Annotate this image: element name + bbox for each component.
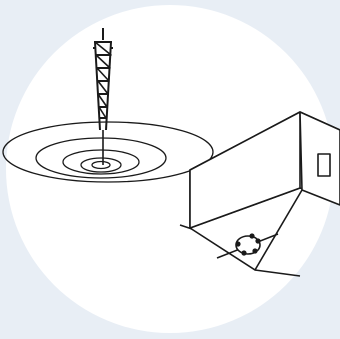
antenna-node-2 bbox=[256, 239, 260, 243]
antenna-node-5 bbox=[253, 249, 257, 253]
building-window bbox=[318, 154, 330, 176]
antenna-node-1 bbox=[236, 242, 240, 246]
antenna-node-4 bbox=[242, 251, 246, 255]
antenna-node-3 bbox=[250, 234, 254, 238]
